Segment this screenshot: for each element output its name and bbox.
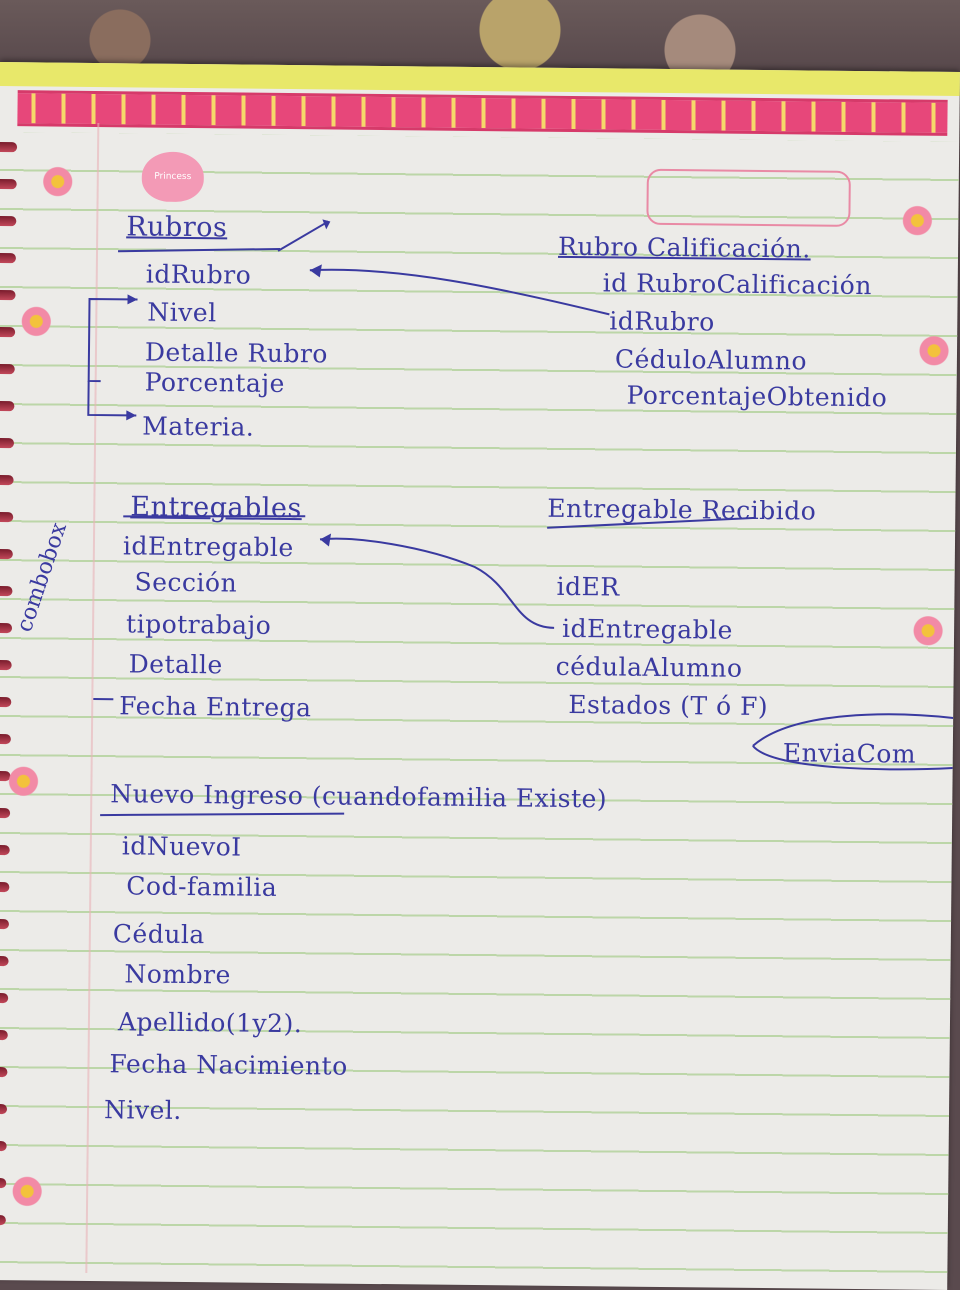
envia-com-oval bbox=[753, 713, 953, 748]
arrowhead-icon bbox=[127, 294, 137, 304]
arrowhead-icon bbox=[320, 533, 331, 546]
rubros-pointer-line bbox=[278, 221, 328, 252]
relationship-arrows bbox=[0, 62, 960, 1290]
materia-bracket bbox=[88, 381, 136, 416]
nivel-materia-bracket bbox=[89, 299, 138, 381]
identregable-fk-line bbox=[319, 539, 555, 628]
nuevo-ingreso-underline bbox=[100, 811, 344, 818]
idrubro-fk-line bbox=[309, 269, 609, 314]
arrowhead-icon bbox=[310, 264, 322, 277]
rubros-underline bbox=[118, 247, 280, 253]
entregable-recibido-underline bbox=[547, 516, 755, 530]
entregables-underline bbox=[123, 514, 305, 518]
notebook-page: Princess Rubros idRubro Nivel Detalle Ru… bbox=[0, 62, 960, 1290]
arrowhead-icon bbox=[126, 410, 136, 420]
